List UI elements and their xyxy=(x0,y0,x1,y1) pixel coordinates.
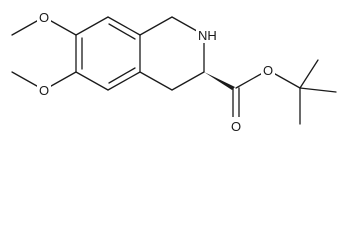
bond-ring-a xyxy=(107,16,141,36)
bond-c3-c4 xyxy=(171,71,205,91)
bond-ring-f xyxy=(75,16,109,36)
o-lower-backdrop xyxy=(37,82,51,98)
o-upper-backdrop xyxy=(37,9,51,25)
nh-backdrop xyxy=(196,27,220,43)
stereo-wedge-bond xyxy=(204,72,235,90)
o-lower-methoxy-label: O xyxy=(39,83,49,98)
bond-tbu-up xyxy=(299,59,319,89)
molecule-structure: O O NH O O xyxy=(11,9,337,135)
bond-c1-c8a xyxy=(139,16,173,36)
bond-ring-c xyxy=(107,71,141,91)
o-ester-label: O xyxy=(263,63,273,78)
bond-ring-a-inner xyxy=(108,23,136,40)
bond-ring-c-inner xyxy=(108,67,136,84)
bond-ring-d xyxy=(75,71,109,91)
o-carbonyl-backdrop xyxy=(229,117,243,135)
bond-tbu-right xyxy=(299,87,337,93)
bond-c4-c4a xyxy=(139,71,173,91)
nh-label: NH xyxy=(198,28,217,43)
o-carbonyl-label: O xyxy=(231,119,241,134)
o-upper-methoxy-label: O xyxy=(39,10,49,25)
o-ester-backdrop xyxy=(261,62,275,78)
